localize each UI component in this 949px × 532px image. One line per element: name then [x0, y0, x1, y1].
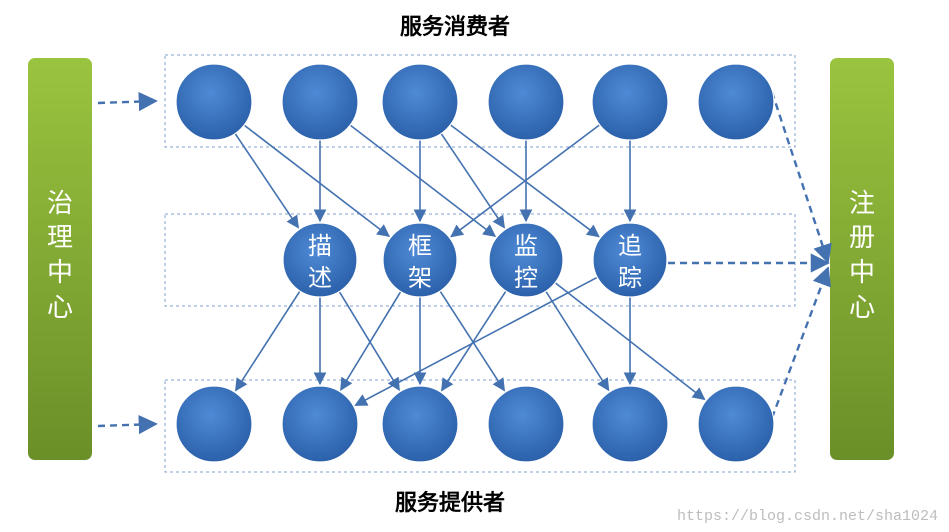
provider-layer-box	[164, 379, 796, 473]
consumer-node	[175, 63, 253, 141]
framework-to-provider-arrow	[338, 291, 400, 391]
governance-to-providers-arrow	[97, 415, 158, 435]
consumer-node	[697, 63, 775, 141]
governance-char: 心	[47, 293, 73, 323]
framework-node	[592, 222, 668, 298]
governance-char: 理	[47, 223, 73, 253]
framework-to-provider-arrow	[354, 276, 598, 407]
consumer-to-framework-arrow	[234, 133, 299, 229]
framework-node-label: 踪	[618, 264, 642, 292]
framework-to-provider-arrow	[340, 291, 402, 391]
governance-char: 中	[47, 258, 73, 288]
framework-node-label: 框	[408, 232, 432, 260]
consumer-to-framework-arrow	[450, 124, 601, 238]
consumer-to-framework-arrow	[440, 133, 505, 229]
providers-title: 服务提供者	[395, 490, 505, 516]
framework-to-provider-arrow	[545, 290, 610, 392]
framework-nodes: 描述 框架 监控 追踪	[282, 222, 668, 298]
framework-node	[382, 222, 458, 298]
consumer-layer-box	[164, 54, 796, 148]
registry-char: 中	[849, 258, 875, 288]
provider-node	[591, 385, 669, 463]
governance-center-panel	[28, 58, 92, 460]
governance-char: 治	[47, 189, 73, 219]
registry-char: 册	[849, 223, 875, 253]
provider-node	[175, 385, 253, 463]
middle-layer-box	[164, 213, 796, 307]
framework-node-label: 追	[618, 232, 642, 260]
provider-node	[281, 385, 359, 463]
framework-to-provider-arrow	[235, 290, 301, 392]
registry-center-panel	[830, 58, 894, 460]
consumer-node	[281, 63, 359, 141]
registry-char: 心	[849, 293, 875, 323]
watermark: https://blog.csdn.net/sha1024	[677, 508, 938, 525]
framework-to-provider-arrow	[439, 290, 505, 392]
provider-to-registry-arrow	[770, 266, 831, 419]
consumer-to-registry-arrow	[770, 91, 832, 264]
provider-node	[487, 385, 565, 463]
consumer-node	[381, 63, 459, 141]
registry-char: 注	[849, 189, 875, 219]
consumer-to-framework-arrow	[243, 124, 391, 238]
provider-nodes	[175, 385, 775, 463]
framework-to-provider-arrow	[441, 290, 507, 392]
framework-node	[488, 222, 564, 298]
consumer-to-framework-arrow	[349, 124, 497, 238]
governance-to-consumers-arrow	[97, 92, 158, 112]
connection-arrows	[97, 91, 832, 435]
consumer-node	[591, 63, 669, 141]
framework-node-label: 述	[308, 264, 332, 292]
framework-node-label: 控	[514, 264, 538, 292]
framework-node-label: 监	[514, 232, 538, 260]
framework-node-label: 架	[408, 264, 432, 292]
consumer-node	[487, 63, 565, 141]
provider-node	[381, 385, 459, 463]
consumers-title: 服务消费者	[400, 15, 510, 40]
consumer-nodes	[175, 63, 775, 141]
provider-node	[697, 385, 775, 463]
framework-node	[282, 222, 358, 298]
framework-node-label: 描	[308, 232, 332, 260]
